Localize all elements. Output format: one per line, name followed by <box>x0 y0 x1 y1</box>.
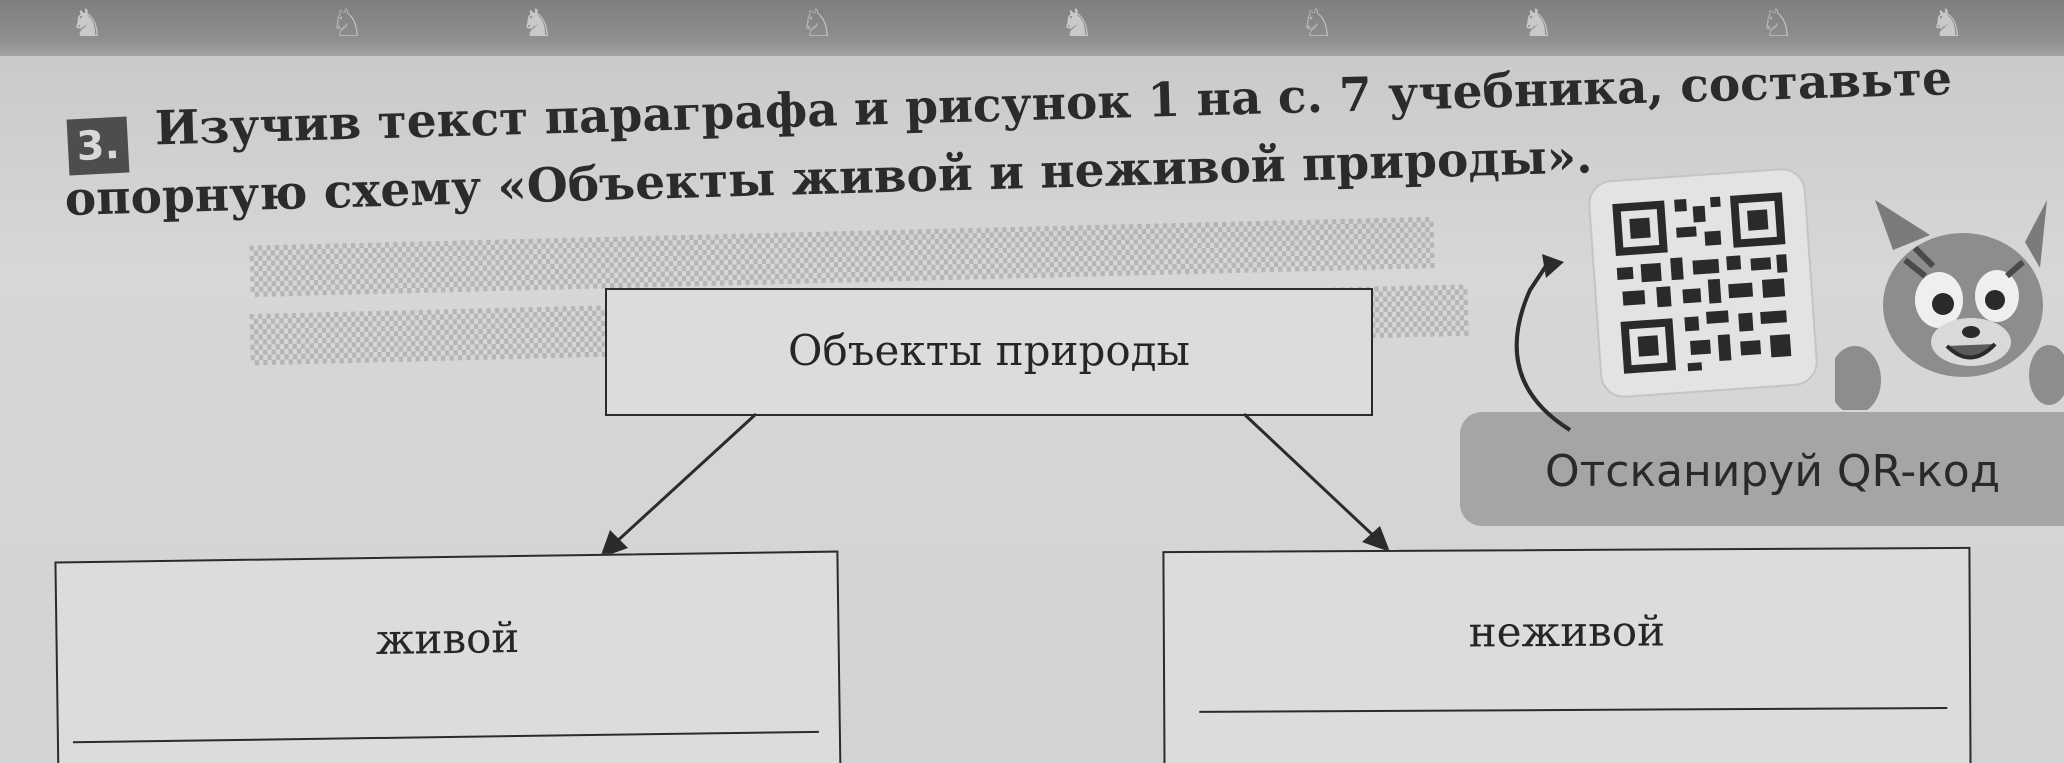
tiger-cub-icon <box>1835 200 2064 410</box>
animal-silhouette-icon: ♘ <box>1760 1 1795 45</box>
animal-silhouette-icon: ♘ <box>800 1 835 45</box>
nonliving-nature-label: неживой <box>1468 606 1666 657</box>
animal-silhouette-icon: ♞ <box>1060 1 1095 45</box>
qr-caption: Отсканируй QR-код <box>1545 446 2001 497</box>
page-top-band: ♞ ♘ ♞ ♘ ♞ ♘ ♞ ♘ ♞ <box>0 0 2064 60</box>
nonliving-nature-box: неживой <box>1162 546 1972 763</box>
qr-banner <box>1460 412 2064 526</box>
animal-silhouette-icon: ♘ <box>330 1 365 45</box>
living-nature-box: живой <box>54 550 842 763</box>
animal-silhouette-icon: ♞ <box>1520 1 1555 45</box>
curved-arrow-icon <box>1514 254 1572 432</box>
living-nature-label: живой <box>375 613 520 665</box>
animal-silhouette-icon: ♞ <box>520 1 555 45</box>
root-node-label: Объекты природы <box>788 326 1190 375</box>
animal-silhouette-icon: ♞ <box>70 1 105 45</box>
qr-code-icon <box>1612 192 1792 374</box>
answer-line[interactable] <box>1199 707 1948 713</box>
animal-silhouette-icon: ♘ <box>1300 1 1335 45</box>
answer-line[interactable] <box>72 730 819 744</box>
root-node-box: Объекты природы <box>605 288 1373 416</box>
animal-silhouette-icon: ♞ <box>1930 1 1965 45</box>
qr-code-tile[interactable] <box>1588 168 1818 398</box>
scheme-arrows <box>600 412 1390 558</box>
